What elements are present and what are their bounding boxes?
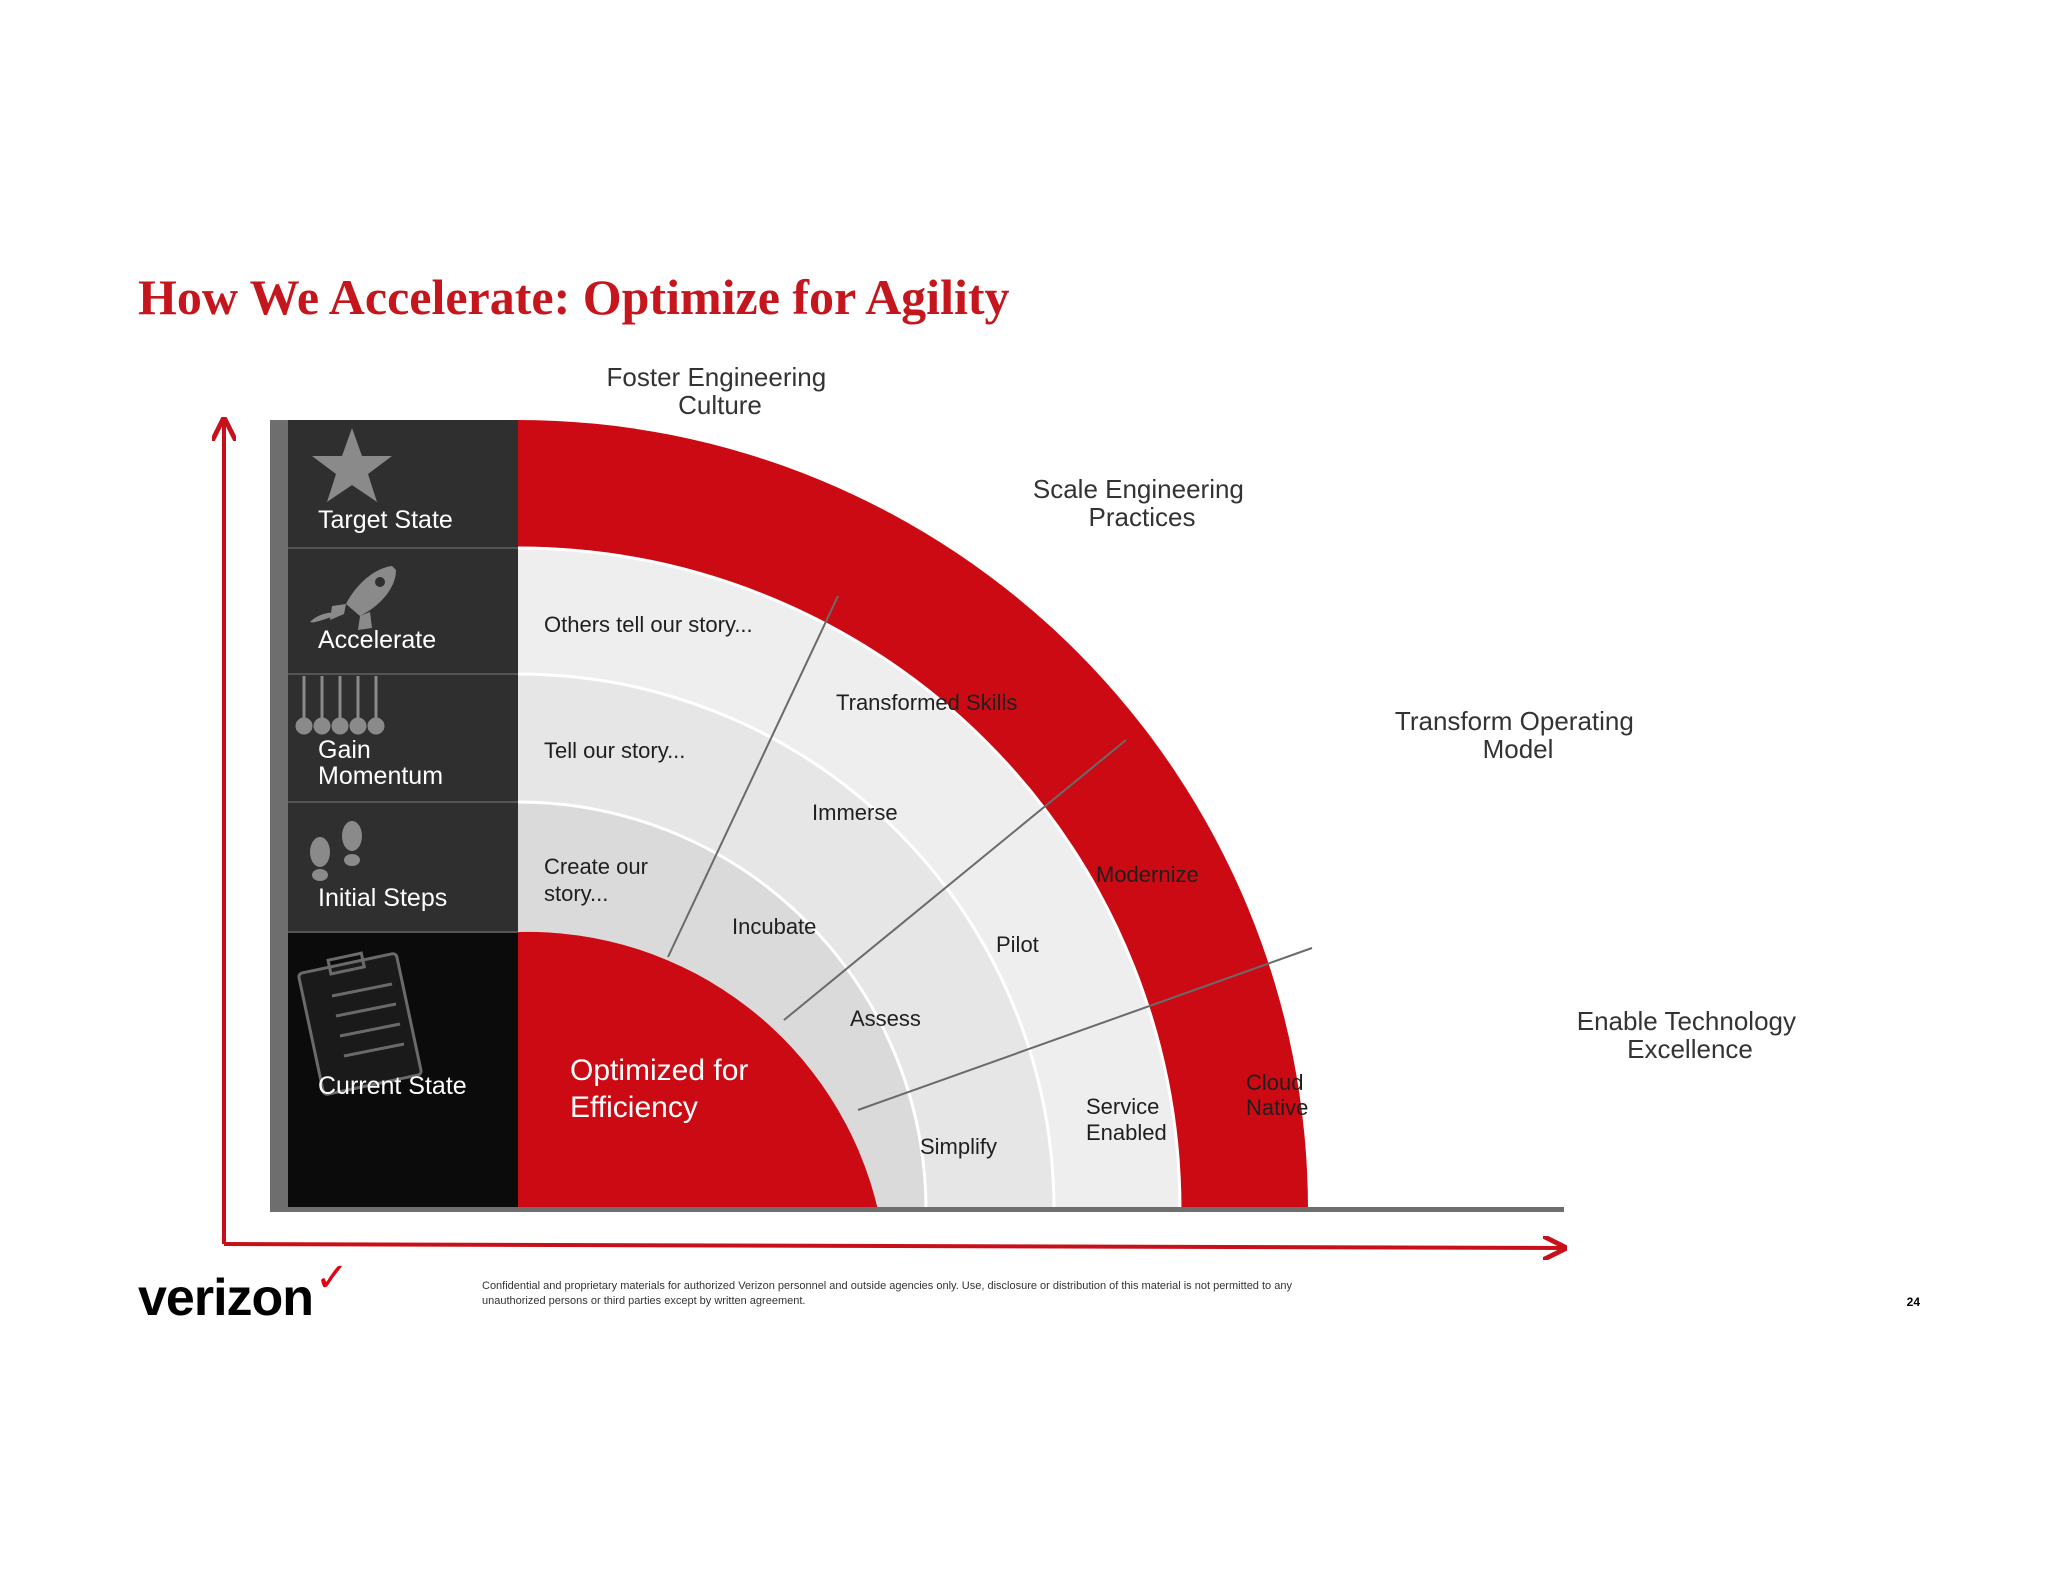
slide-title: How We Accelerate: Optimize for Agility: [138, 269, 1010, 325]
stage-label-initial-steps: Initial Steps: [318, 884, 447, 912]
pillar-label-engineering-culture: Foster Engineering Culture: [607, 362, 834, 420]
stage-panel-edge: [270, 420, 288, 1210]
technology-label-service-enabled: Service Enabled: [1086, 1094, 1167, 1145]
band-separators: [517, 546, 1182, 1211]
rocket-icon: [310, 566, 396, 630]
story-label-others-tell: Others tell our story...: [544, 612, 753, 637]
operating-label-assess: Assess: [850, 1006, 921, 1031]
pillar-label-technology-excellence: Enable Technology Excellence: [1577, 1006, 1803, 1064]
technology-label-simplify: Simplify: [920, 1134, 997, 1159]
band-separator: [517, 800, 928, 1211]
verizon-wordmark: verizon: [138, 1269, 314, 1327]
stage-label-current-state: Current State: [318, 1072, 467, 1100]
band-separator: [517, 546, 1182, 1211]
operating-label-modernize: Modernize: [1096, 862, 1199, 887]
operating-label-pilot: Pilot: [996, 932, 1039, 957]
star-icon: [312, 428, 392, 502]
culture-label-immerse: Immerse: [812, 800, 898, 825]
sector-divider: [667, 595, 839, 958]
x-axis-arrow: [223, 1244, 1562, 1248]
band-separator: [517, 672, 1056, 1211]
core-label-optimized-for-efficiency: Optimized for Efficiency: [570, 1054, 757, 1124]
pillar-label-operating-model: Transform Operating Model: [1395, 706, 1641, 764]
sector-divider: [783, 739, 1127, 1021]
sector-divider: [857, 947, 1313, 1111]
stage-label-accelerate: Accelerate: [318, 626, 436, 654]
sector-dividers: [667, 595, 1313, 1111]
verizon-logo: verizon✓: [138, 1256, 349, 1327]
efficiency-core-fill: [518, 931, 878, 1210]
page-number: 24: [1906, 1295, 1920, 1309]
clipboard-icon: [297, 951, 423, 1096]
diagram-baseline: [270, 1207, 1564, 1212]
technology-label-cloud-native: Cloud Native: [1246, 1070, 1310, 1120]
verizon-check-icon: ✓: [315, 1256, 349, 1300]
story-label-create: Create our story...: [544, 854, 654, 906]
stage-label-gain-momentum: Gain Momentum: [318, 736, 443, 790]
stage-label-target-state: Target State: [318, 506, 453, 534]
target-label-optimized-for-agility: Optimized for Agility: [1132, 670, 1275, 737]
confidentiality-notice: Confidential and proprietary materials f…: [482, 1280, 1292, 1307]
newtons-cradle-icon: [295, 676, 385, 735]
culture-label-incubate: Incubate: [732, 914, 816, 939]
culture-label-transformed-skills: Transformed Skills: [836, 690, 1017, 715]
pillar-label-engineering-practices: Scale Engineering Practices: [1033, 474, 1251, 532]
footprints-icon: [310, 821, 362, 881]
story-label-tell: Tell our story...: [544, 738, 685, 763]
agility-star-icon: [1178, 632, 1218, 669]
